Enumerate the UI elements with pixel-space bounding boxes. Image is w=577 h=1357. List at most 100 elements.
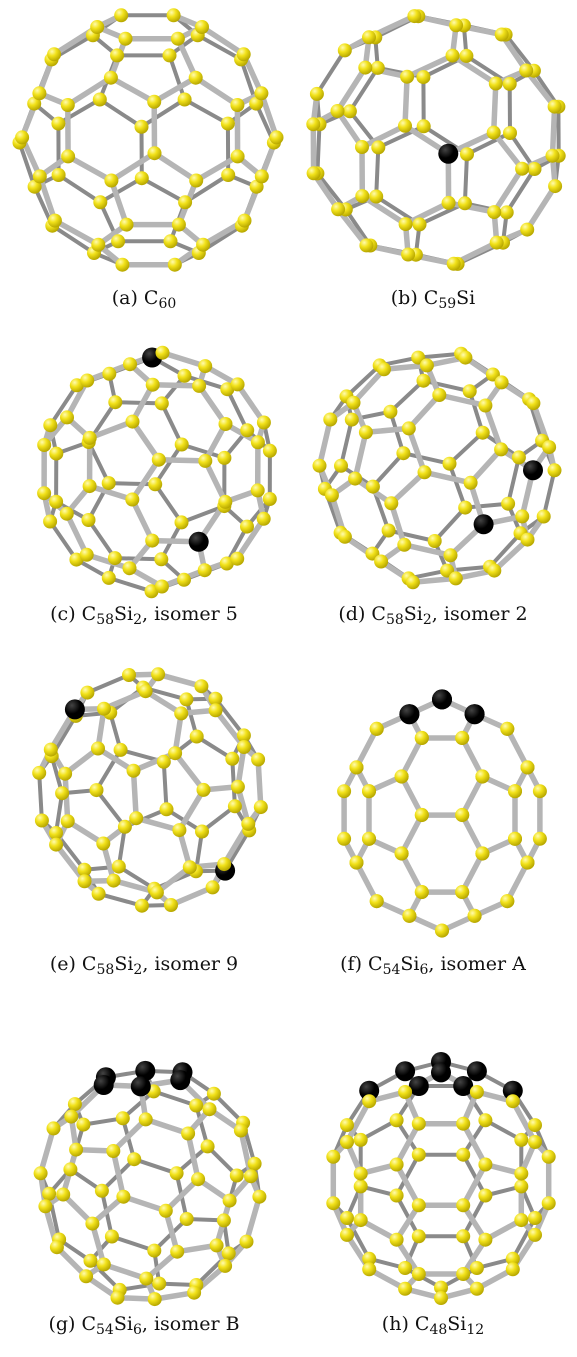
bond xyxy=(401,542,454,559)
carbon-atom xyxy=(337,529,352,544)
carbon-atom xyxy=(365,479,380,494)
formula-subscript: 6 xyxy=(419,962,429,978)
carbon-atom xyxy=(511,450,526,465)
carbon-atom xyxy=(475,769,490,784)
carbon-atom xyxy=(125,492,140,507)
carbon-atom xyxy=(487,205,502,220)
carbon-atom xyxy=(197,563,212,578)
formula-subscript: 54 xyxy=(96,1322,114,1338)
bond xyxy=(315,122,322,176)
carbon-atom xyxy=(162,48,177,63)
bond xyxy=(120,1193,169,1214)
carbon-atom xyxy=(80,373,95,388)
carbon-atom xyxy=(458,500,473,515)
carbon-atom xyxy=(460,147,474,162)
bond xyxy=(64,510,90,558)
bond xyxy=(199,24,247,58)
carbon-atom xyxy=(414,731,429,745)
carbon-atom xyxy=(163,234,178,249)
bond xyxy=(314,48,347,96)
carbon-atom xyxy=(15,130,30,145)
carbon-atom xyxy=(194,679,209,694)
carbon-atom xyxy=(154,396,169,411)
carbon-atom xyxy=(103,70,118,85)
carbon-atom xyxy=(154,552,169,567)
carbon-atom xyxy=(220,116,235,131)
bond xyxy=(110,1116,149,1154)
carbon-atom xyxy=(541,1149,556,1164)
panel-c: (c) C58Si2, isomer 5 xyxy=(0,340,288,650)
bond xyxy=(491,165,525,215)
carbon-atom xyxy=(117,819,132,834)
bond xyxy=(129,381,156,425)
carbon-atom xyxy=(32,86,47,101)
carbon-atom xyxy=(542,440,557,455)
carbon-atom xyxy=(64,1109,79,1124)
bond xyxy=(388,409,406,456)
carbon-atom xyxy=(353,1213,368,1228)
bond xyxy=(459,812,486,857)
bond xyxy=(195,33,244,62)
formula-subscript: 2 xyxy=(422,612,432,628)
bond xyxy=(83,552,133,571)
carbon-atom xyxy=(346,395,361,410)
carbon-atom xyxy=(55,786,70,801)
carbon-atom xyxy=(236,47,251,62)
silicon-atom xyxy=(432,689,452,710)
silicon-atom xyxy=(473,514,494,535)
carbon-atom xyxy=(170,1244,185,1259)
bond xyxy=(334,64,369,114)
carbon-atom xyxy=(478,1232,493,1247)
carbon-atom xyxy=(94,1183,109,1198)
bond xyxy=(344,363,382,399)
bond xyxy=(524,183,558,233)
formula-text: Si xyxy=(403,603,423,625)
carbon-atom xyxy=(208,703,223,718)
caption-label: (e) C xyxy=(49,953,97,975)
silicon-atom xyxy=(464,704,485,725)
bond xyxy=(344,1098,372,1145)
carbon-atom xyxy=(69,378,84,393)
carbon-atom xyxy=(462,384,477,399)
carbon-atom xyxy=(500,721,515,736)
carbon-atom xyxy=(118,31,133,46)
carbon-atom xyxy=(151,667,166,682)
bond xyxy=(436,392,489,409)
bond xyxy=(56,173,103,205)
bond xyxy=(64,377,90,421)
carbon-atom xyxy=(324,488,339,503)
carbon-atom xyxy=(256,511,271,526)
carbon-atom xyxy=(254,169,269,184)
silicon-atom xyxy=(93,1075,114,1095)
carbon-atom xyxy=(384,496,399,511)
panel-b: (b) C59Si xyxy=(289,0,577,320)
carbon-atom xyxy=(494,27,509,42)
bond xyxy=(202,458,229,505)
carbon-atom xyxy=(122,668,136,682)
carbon-atom xyxy=(397,537,412,552)
bond xyxy=(106,575,154,594)
carbon-atom xyxy=(139,1271,154,1286)
carbon-atom xyxy=(172,823,187,838)
carbon-atom xyxy=(60,814,75,829)
carbon-atom xyxy=(414,885,429,900)
carbon-atom xyxy=(218,1258,233,1273)
bond xyxy=(388,378,426,414)
carbon-atom xyxy=(446,256,461,271)
carbon-atom xyxy=(195,20,209,34)
bond xyxy=(48,383,79,428)
bond xyxy=(462,152,469,206)
bond xyxy=(359,123,408,150)
bond xyxy=(212,707,247,750)
carbon-atom xyxy=(520,222,535,237)
bond xyxy=(130,767,139,821)
bond xyxy=(459,735,486,780)
bond xyxy=(510,1098,538,1145)
carbon-atom xyxy=(359,238,374,253)
carbon-atom xyxy=(158,1203,173,1218)
bond xyxy=(65,153,115,184)
carbon-atom xyxy=(442,456,457,471)
panel-h: (h) C48Si12 xyxy=(289,1020,577,1357)
molecule-c54si6-isomer-a xyxy=(337,689,547,938)
carbon-atom xyxy=(237,740,251,754)
